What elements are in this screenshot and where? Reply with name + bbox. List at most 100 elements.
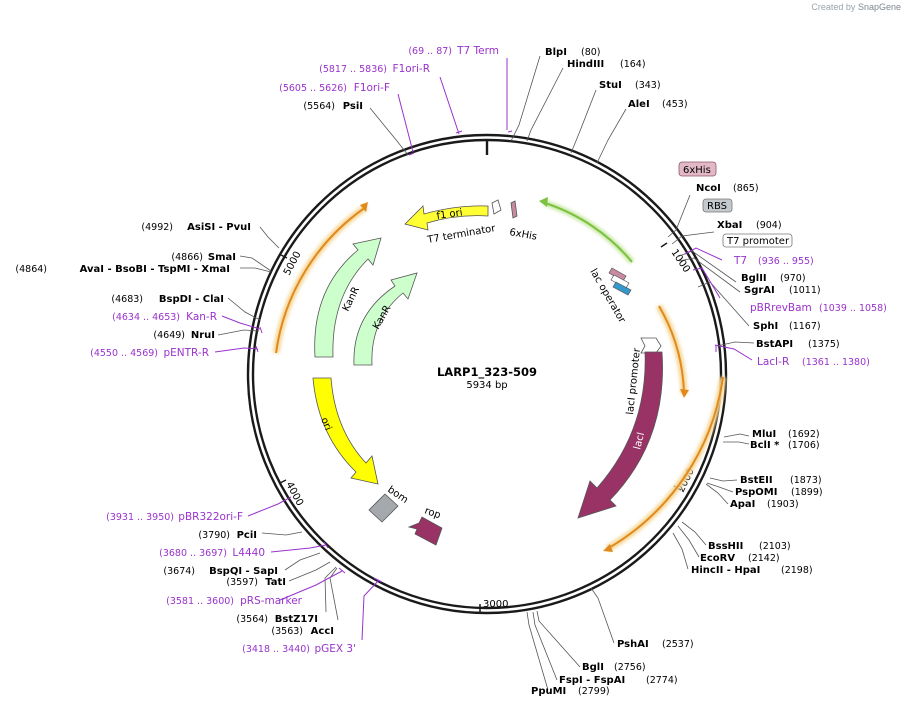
svg-text:T7 promoter: T7 promoter [726,236,790,247]
enzyme-coord: (1011) [789,285,821,296]
enzyme-bcli: BclI * [750,440,780,451]
enzyme-bspqi-sapi: BspQI - SapI [209,566,278,577]
enzyme-coord: (2756) [614,662,646,673]
tick-label: 3000 [483,599,508,610]
primer-t7: T7 [733,255,747,267]
enzyme-ncoi: NcoI [696,183,721,194]
enzyme-coord: (4992) [141,222,173,233]
enzyme-coord: (1167) [789,321,821,332]
enzyme-coord: (3674) [163,566,195,577]
enzyme-coord: (1873) [790,475,822,486]
enzyme-labels: BlpI (80) HindIII (164) StuI (343) AleI … [531,47,840,697]
enzyme-bgli: BglI [582,662,604,673]
enzyme-coord: (3790) [198,530,230,541]
enzyme-xbai: XbaI [717,220,742,231]
enzyme-sgrai: SgrAI [744,285,775,296]
plasmid-title: LARP1_323-509 5934 bp [437,365,537,391]
primer-laci-r: LacI-R [757,356,789,368]
primer-coord: (69 .. 87) [408,46,452,57]
feature-label: f1 ori [436,207,463,222]
enzyme-coord: (343) [635,80,661,91]
enzyme-nrui: NruI [191,330,215,341]
feature-label: lacI [632,431,647,451]
his-arc [539,197,635,264]
primer-prs-marker: pRS-marker [240,595,303,607]
enzyme-coord: (1375) [808,339,840,350]
primer-f1ori-r: F1ori-R [393,63,430,75]
enzyme-coord: (2142) [748,553,780,564]
enzyme-pshai: PshAI [617,639,649,650]
primer-coord: (5817 .. 5836) [319,64,387,75]
enzyme-coord: (5564) [303,101,335,112]
feature-kanr-inner: KanR [353,272,418,366]
primer-coord: (3931 .. 3950) [106,512,174,523]
enzyme-coord: (80) [581,47,601,58]
plasmid-name: LARP1_323-509 [437,365,537,380]
primer-coord: (3680 .. 3697) [159,548,227,559]
enzyme-coord: (904) [756,220,782,231]
enzyme-pcii: PciI [237,530,257,541]
enzyme-coord: (1706) [788,440,820,451]
primer-pentr-r: pENTR-R [163,347,209,359]
enzyme-bsteii: BstEII [740,475,773,486]
enzyme-coord: (3564) [236,614,268,625]
primer-coord: (3418 .. 3440) [242,644,310,655]
enzyme-bstapi: BstAPI [756,339,793,350]
svg-text:6xHis: 6xHis [683,165,711,176]
enzyme-coord: (2103) [759,541,791,552]
enzyme-coord: (3563) [271,626,303,637]
feature-lac-operator: lac operator [587,267,632,326]
enzyme-coord: (970) [780,273,806,284]
primer-l4440: L4440 [232,547,265,559]
feature-label: ori [318,416,333,432]
primer-f1ori-f: F1ori-F [354,82,390,94]
primer-labels: T7 Term (69 .. 87) F1ori-R (5817 .. 5836… [90,45,887,655]
boxed-features: 6xHis RBS T7 promoter [678,161,793,248]
tick-1000: 1000 [660,242,692,275]
primer-coord: (4550 .. 4569) [90,348,158,359]
enzyme-coord: (2774) [646,675,678,686]
credit-brand: SnapGene [857,2,901,12]
enzyme-bsshii: BssHII [708,541,743,552]
enzyme-psii: PsiI [343,101,363,112]
enzyme-labels-left: AccI (3563) BstZ17I (3564) TatI (3597) B… [15,101,363,637]
box-rbs: RBS [702,198,733,213]
feature-label: T7 terminator [426,223,498,246]
enzyme-coord: (2799) [578,686,610,697]
enzyme-coord: (4683) [111,294,143,305]
enzyme-stui: StuI [599,80,622,91]
orf-arc-laci [606,376,724,550]
enzyme-bglii: BglII [741,273,767,284]
enzyme-blpi: BlpI [545,47,567,58]
primer-kan-r: Kan-R [186,311,217,323]
enzyme-bspdi-clai: BspDI - ClaI [159,294,224,305]
enzyme-coord: (1899) [791,487,823,498]
primer-t7-term: T7 Term [456,45,499,57]
enzyme-tati: TatI [265,577,286,588]
orf-arc-kanr [275,206,367,354]
primer-leaders [214,58,753,641]
feature-rop: rop [407,505,443,546]
orf-arc-insert [658,305,685,395]
snapgene-credit: Created by SnapGene [811,2,901,12]
box-t7-promoter: T7 promoter [722,233,793,248]
primer-pgex3: pGEX 3' [314,643,356,655]
enzyme-coord: (453) [662,99,688,110]
feature-bom: bom [368,484,410,523]
enzyme-coord: (2537) [662,639,694,650]
feature-label: 6xHis [508,227,537,243]
box-6xhis: 6xHis [678,161,717,177]
enzyme-avai-group: AvaI - BsoBI - TspMI - XmaI [80,264,230,275]
primer-coord: (4634 .. 4653) [112,312,180,323]
enzyme-coord: (3597) [226,577,258,588]
enzyme-ecorv: EcoRV [700,553,735,564]
enzyme-ppumi: PpuMI [531,686,566,697]
primer-coord: (3581 .. 3600) [166,596,234,607]
enzyme-apai: ApaI [730,499,755,510]
enzyme-smai: SmaI [208,252,236,263]
primer-pbr322ori-f: pBR322ori-F [178,511,243,523]
enzyme-coord: (164) [620,59,646,70]
feature-label: rop [423,505,442,521]
primer-pbrrevbam: pBRrevBam [750,302,812,314]
